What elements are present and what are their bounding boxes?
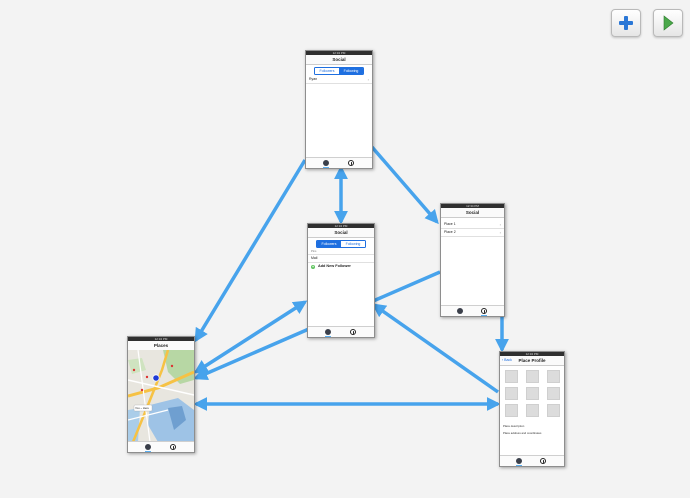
chevron-right-icon: › (499, 222, 501, 227)
list-item-mail[interactable]: Mail (308, 255, 374, 263)
tab-selected-indicator (145, 450, 151, 452)
nav-title: Social (441, 208, 504, 218)
segment-following[interactable]: Following (341, 241, 365, 247)
chevron-right-icon: › (367, 77, 369, 82)
segment-followers[interactable]: Followers (315, 68, 339, 74)
run-button[interactable] (653, 9, 683, 37)
list-item[interactable]: Ryan› (306, 76, 372, 84)
photo-thumb[interactable] (505, 370, 518, 383)
tab-dot-icon[interactable] (145, 443, 151, 450)
segue-profile-to-mid (371, 303, 500, 394)
photo-thumb[interactable] (547, 387, 560, 400)
tab-bar (128, 441, 194, 452)
photo-thumb[interactable] (526, 370, 539, 383)
tab-selected-indicator (516, 464, 522, 466)
tab-bar (441, 305, 504, 316)
add-circle-icon: + (311, 264, 315, 269)
back-button[interactable]: ‹ Back (502, 358, 512, 362)
screen-places-map[interactable]: 12:34 PM Places Yo (127, 336, 195, 453)
screen-social-middle[interactable]: 12:34 PM Social Followers Following Pins… (307, 223, 375, 338)
segue-top-to-map (194, 159, 307, 343)
status-bar: 12:34 PM (308, 224, 374, 228)
tab-bar (306, 157, 372, 168)
nav-title: Social (306, 55, 372, 65)
photo-thumb[interactable] (526, 387, 539, 400)
screen-place-profile[interactable]: 12:34 PM ‹ Back Place Profile Place desc… (499, 351, 565, 467)
photo-thumb[interactable] (526, 404, 539, 417)
play-icon (663, 15, 674, 31)
segmented-control[interactable]: Followers Following (316, 240, 366, 248)
map-view[interactable]: You ~ Here (128, 350, 194, 442)
status-bar: 12:34 PM (441, 204, 504, 208)
tab-person-icon[interactable] (350, 328, 356, 335)
photo-thumb[interactable] (547, 404, 560, 417)
place-address: Place address and coordinates (503, 431, 542, 435)
tab-dot-icon[interactable] (325, 328, 331, 335)
tab-selected-indicator (323, 166, 329, 168)
photo-thumb[interactable] (547, 370, 560, 383)
tab-selected-indicator (481, 314, 487, 316)
segment-following[interactable]: Following (339, 68, 363, 74)
nav-title: Social (308, 228, 374, 238)
field-label: Pins (308, 248, 374, 255)
status-bar: 12:34 PM (306, 51, 372, 55)
tab-person-icon[interactable] (540, 457, 546, 464)
tab-person-icon[interactable] (348, 159, 354, 166)
tab-dot-icon[interactable] (323, 159, 329, 166)
segue-mid-map-1 (193, 300, 308, 374)
status-bar: 12:34 PM (128, 337, 194, 341)
tab-bar (308, 326, 374, 337)
place-description: Place description (503, 424, 525, 428)
status-bar: 12:34 PM (500, 352, 564, 356)
tab-selected-indicator (325, 335, 331, 337)
screen-social-top[interactable]: 12:34 PM Social Followers Following Ryan… (305, 50, 373, 169)
tab-dot-icon[interactable] (516, 457, 522, 464)
tab-dot-icon[interactable] (457, 307, 463, 314)
add-button[interactable] (611, 9, 641, 37)
chevron-right-icon: › (499, 230, 501, 235)
list-item[interactable]: Place 1› (441, 221, 504, 229)
list-item[interactable]: Place 2› (441, 229, 504, 237)
add-follower-row[interactable]: + Add New Follower (311, 264, 351, 269)
segment-followers[interactable]: Followers (317, 241, 341, 247)
photo-thumb[interactable] (505, 387, 518, 400)
map-callout: You ~ Here (135, 406, 149, 410)
photo-thumb[interactable] (505, 404, 518, 417)
tab-person-icon[interactable] (481, 307, 487, 314)
tab-person-icon[interactable] (170, 443, 176, 450)
tab-bar (500, 455, 564, 466)
segue-top-to-list (370, 145, 439, 225)
plus-icon (619, 16, 633, 30)
screen-places-list[interactable]: 12:34 PM Social Place 1› Place 2› (440, 203, 505, 317)
segmented-control[interactable]: Followers Following (314, 67, 364, 75)
map-image (128, 350, 194, 442)
nav-title: ‹ Back Place Profile (500, 356, 564, 366)
